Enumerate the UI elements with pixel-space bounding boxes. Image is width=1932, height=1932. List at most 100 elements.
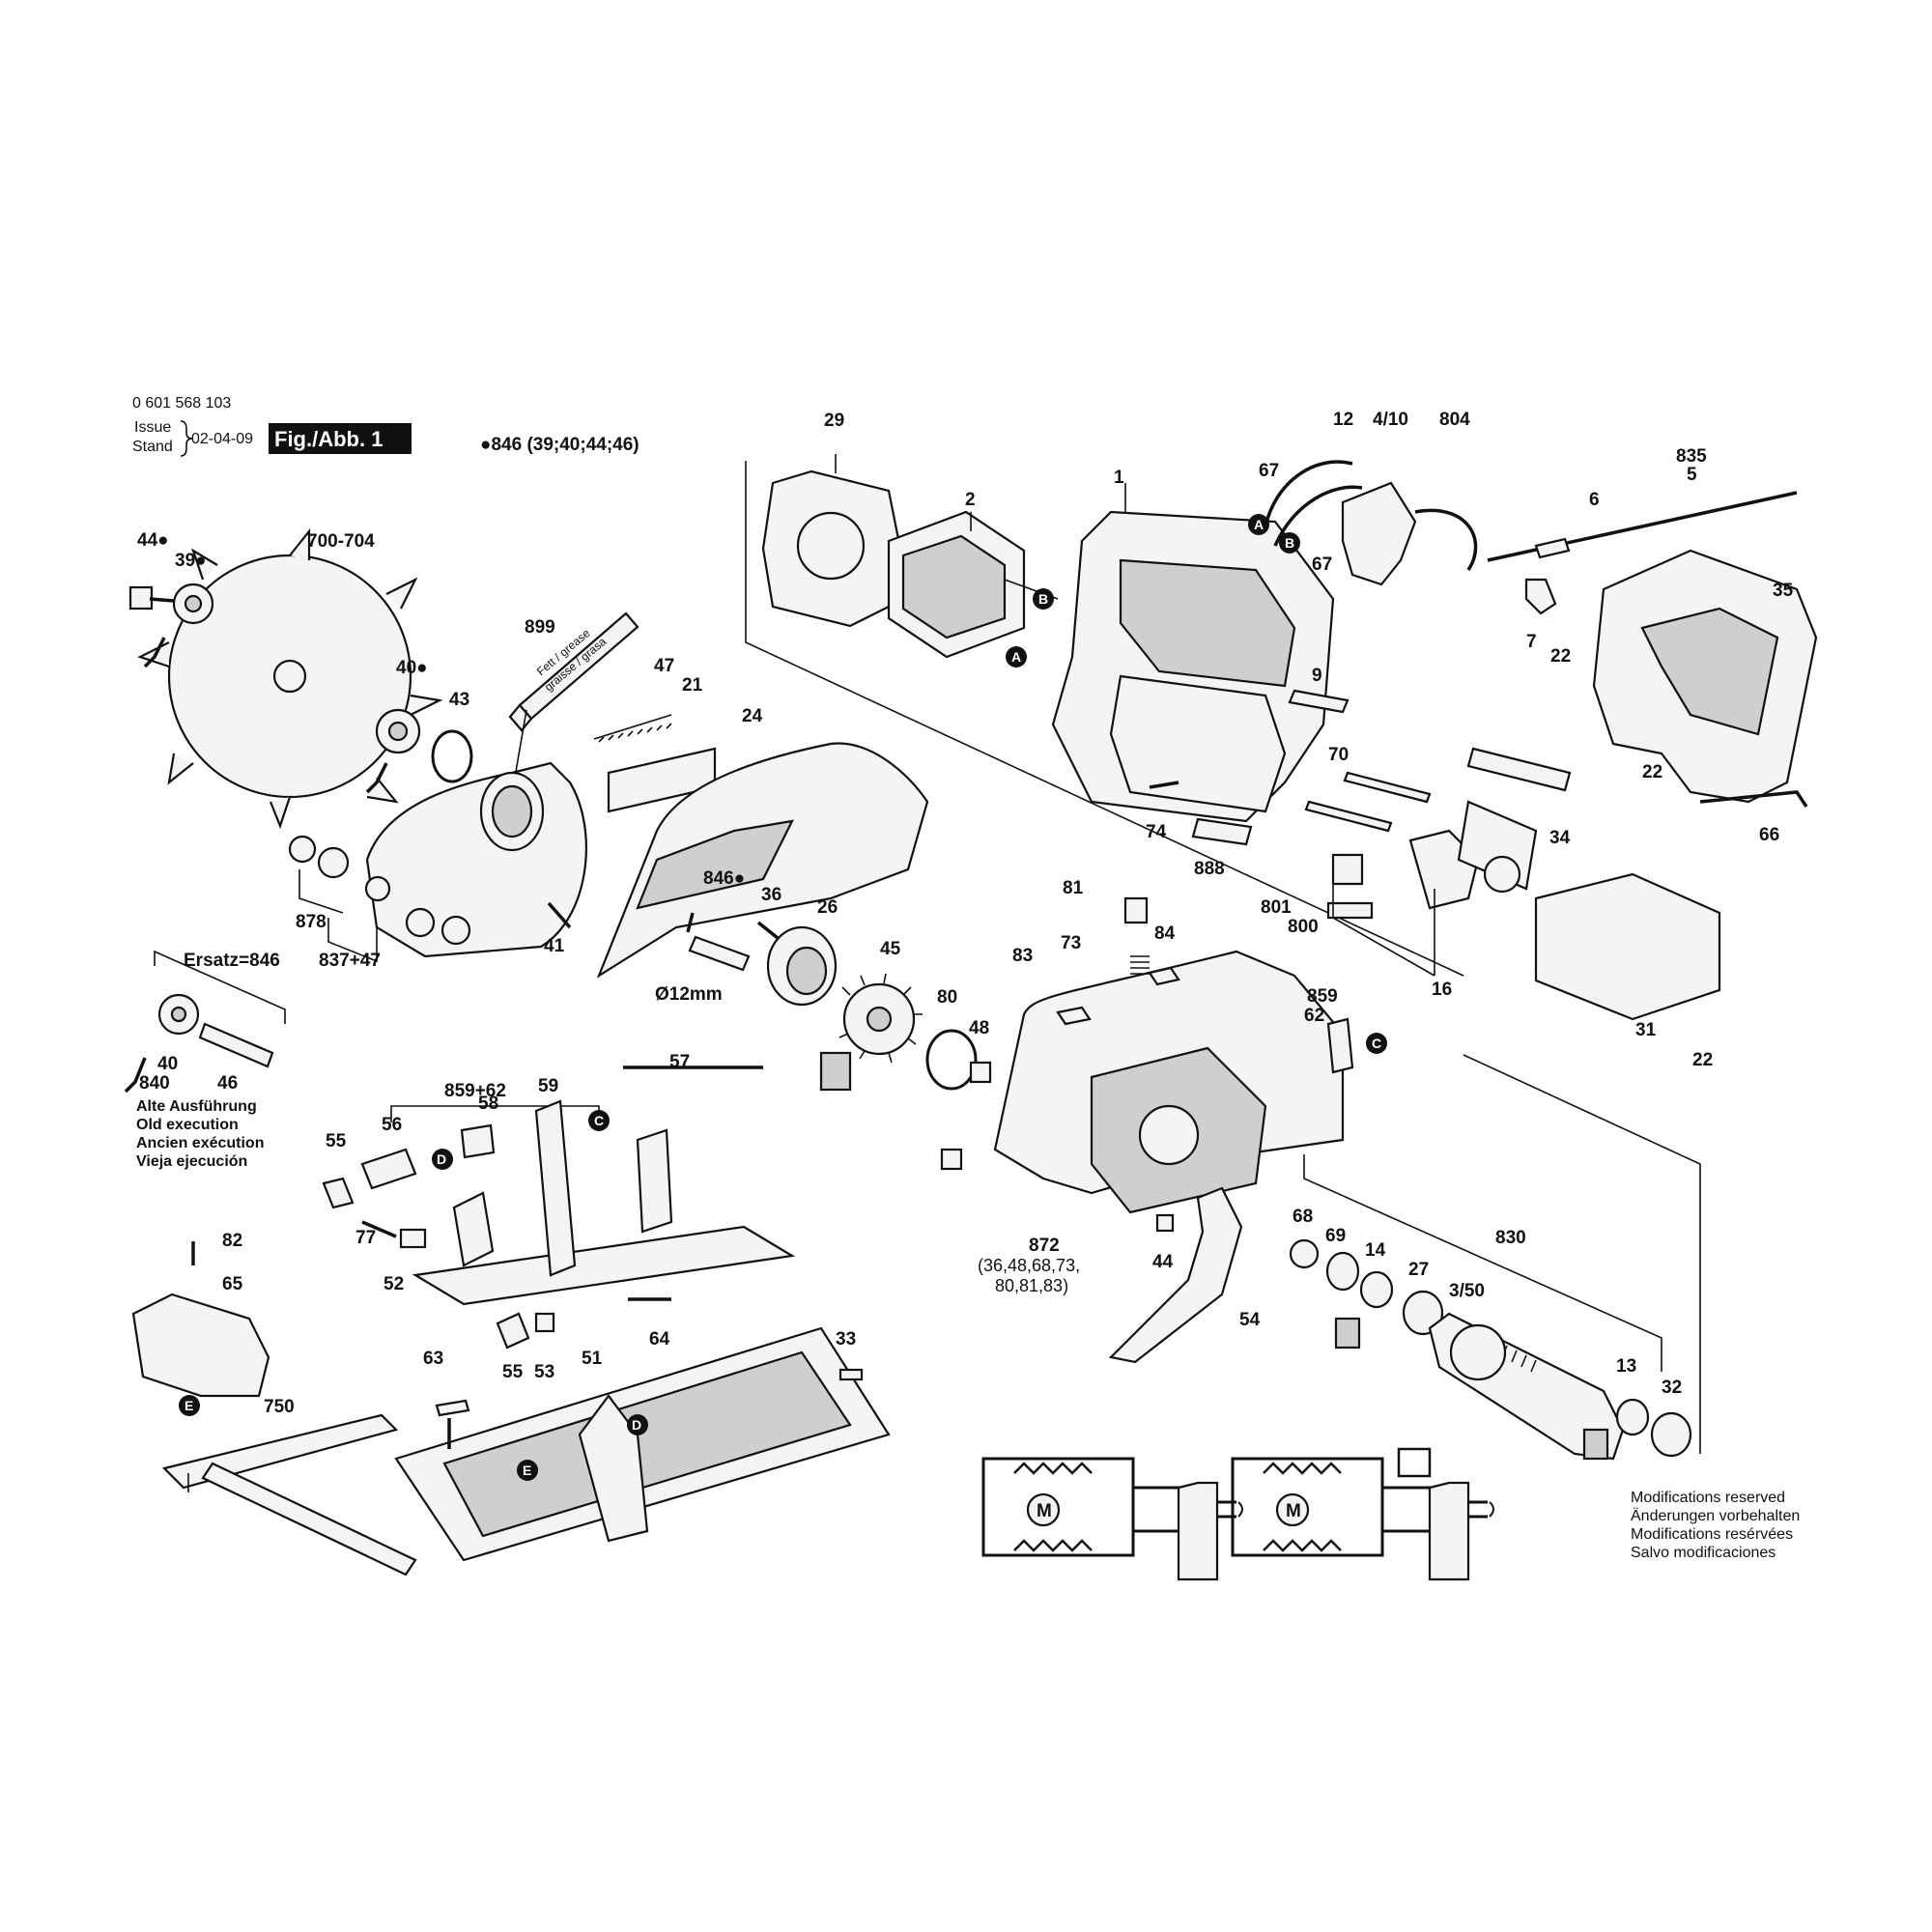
dust-tube <box>131 1241 270 1398</box>
svg-text:E: E <box>523 1463 531 1478</box>
brace-icon <box>180 420 193 457</box>
label-33: 33 <box>836 1329 856 1350</box>
label-62: 62 <box>1304 1006 1324 1026</box>
svg-text:C: C <box>594 1113 604 1128</box>
label-54: 54 <box>1239 1310 1261 1330</box>
part-31-gear-cover <box>1534 872 1721 1021</box>
label-13: 13 <box>1616 1356 1636 1377</box>
kit-note: ●846 (39;40;44;46) <box>480 435 639 455</box>
part-54-guard-lever <box>1108 1186 1243 1364</box>
label-24: 24 <box>742 706 763 726</box>
svg-text:C: C <box>1372 1036 1381 1051</box>
label-47: 47 <box>654 656 674 676</box>
svg-text:D: D <box>632 1417 641 1433</box>
part-fence-rail <box>412 1225 796 1306</box>
marker-c-right <box>1366 1033 1387 1054</box>
marker-a-top <box>1248 514 1269 535</box>
marker-d-base <box>627 1414 648 1435</box>
label-22-b: 22 <box>1642 762 1662 782</box>
marker-d-left <box>432 1149 453 1170</box>
part-73-spring <box>1130 955 1150 975</box>
part-56-bushing <box>360 1148 417 1190</box>
label-45: 45 <box>880 939 901 959</box>
part-number: 0 601 568 103 <box>132 395 231 412</box>
label-55-a: 55 <box>326 1131 347 1151</box>
part-68-washer <box>1289 1238 1320 1269</box>
part-700-saw-blade <box>137 527 443 830</box>
svg-text:A: A <box>1011 649 1021 665</box>
part-84-pad <box>1148 966 1180 986</box>
label-4-10: 4/10 <box>1373 410 1408 430</box>
marker-e-base <box>517 1460 538 1481</box>
label-3-50: 3/50 <box>1449 1281 1485 1301</box>
label-44: 44● <box>137 530 169 551</box>
label-64: 64 <box>649 1329 670 1350</box>
marker-e-tube <box>179 1395 200 1416</box>
label-9: 9 <box>1312 666 1322 686</box>
part-bearing-hatched <box>819 1051 852 1092</box>
marker-b-top <box>1279 532 1300 554</box>
figure-box <box>269 423 412 454</box>
label-35: 35 <box>1773 581 1794 601</box>
part-58-clip <box>460 1123 496 1159</box>
part-846-spindle <box>688 935 751 972</box>
motor-symbol-1: M <box>1037 1501 1052 1521</box>
part-13-bearing <box>1615 1398 1650 1436</box>
label-67-a: 67 <box>1259 461 1279 481</box>
part-70-strip-a <box>1304 800 1393 833</box>
part-66-hex-key <box>1699 790 1808 808</box>
label-52: 52 <box>384 1274 404 1294</box>
label-835: 835 <box>1676 446 1707 467</box>
label-82: 82 <box>222 1231 242 1251</box>
issue-date: 02-04-09 <box>191 431 253 447</box>
label-69: 69 <box>1325 1226 1346 1246</box>
label-73: 73 <box>1061 933 1081 953</box>
part-80-ring <box>925 1029 978 1091</box>
label-859-62: 859+62 <box>444 1081 506 1101</box>
label-58: 58 <box>478 1094 498 1114</box>
part-70-strip-b <box>1343 771 1432 804</box>
label-43: 43 <box>449 690 469 710</box>
part-804-switch <box>1341 481 1417 586</box>
part-801-spring <box>1331 853 1364 886</box>
part-63-knob <box>435 1399 470 1417</box>
label-44-b: 44 <box>1152 1252 1174 1272</box>
label-36: 36 <box>761 885 781 905</box>
label-53: 53 <box>534 1362 554 1382</box>
part-62-lock <box>1326 1017 1354 1074</box>
part-labels: 29 2 1 12 4/10 804 835 5 6 67 67 7 22 35… <box>137 410 1794 1417</box>
part-33-pin <box>838 1368 864 1381</box>
part-878-washer <box>288 835 317 864</box>
part-52-nut <box>399 1228 427 1249</box>
part-43-ring <box>431 729 473 783</box>
label-41: 41 <box>544 936 565 956</box>
part-55-knob-b <box>496 1312 530 1350</box>
part-53-nut <box>534 1312 555 1333</box>
switch-cable-assembly <box>1264 460 1818 808</box>
label-56: 56 <box>382 1115 402 1135</box>
label-40-old: 40 <box>157 1054 178 1074</box>
label-68: 68 <box>1293 1207 1313 1227</box>
old-exec-1: Alte Ausführung <box>136 1098 257 1115</box>
part-27-ring <box>1402 1290 1444 1336</box>
svg-text:E: E <box>185 1398 193 1413</box>
modifications-note: Modifications reserved Änderungen vorbeh… <box>1631 1490 1800 1561</box>
label-63: 63 <box>423 1349 443 1369</box>
label-46: 46 <box>217 1073 238 1094</box>
wiring-diagram-2: M <box>1231 1447 1494 1581</box>
label-840: 840 <box>139 1073 170 1094</box>
part-48-bushing <box>969 1061 992 1084</box>
label-22-c: 22 <box>1692 1050 1713 1070</box>
fence-assembly <box>322 1065 796 1350</box>
blade-assembly: Fett / grease graisse / grasa <box>128 527 992 1092</box>
brush-holder-assembly <box>1326 747 1721 1021</box>
part-32-cap <box>1650 1411 1692 1458</box>
label-2: 2 <box>965 490 976 510</box>
part-6-cable-sleeve <box>1534 537 1571 559</box>
part-69-bearing <box>1325 1251 1360 1292</box>
ersatz-label: Ersatz=846 <box>184 951 280 971</box>
label-74: 74 <box>1146 822 1167 842</box>
base-plate-assembly <box>161 1326 891 1577</box>
part-47-spring <box>593 714 672 743</box>
header: 0 601 568 103 Issue Stand 02-04-09 Fig./… <box>132 395 639 457</box>
